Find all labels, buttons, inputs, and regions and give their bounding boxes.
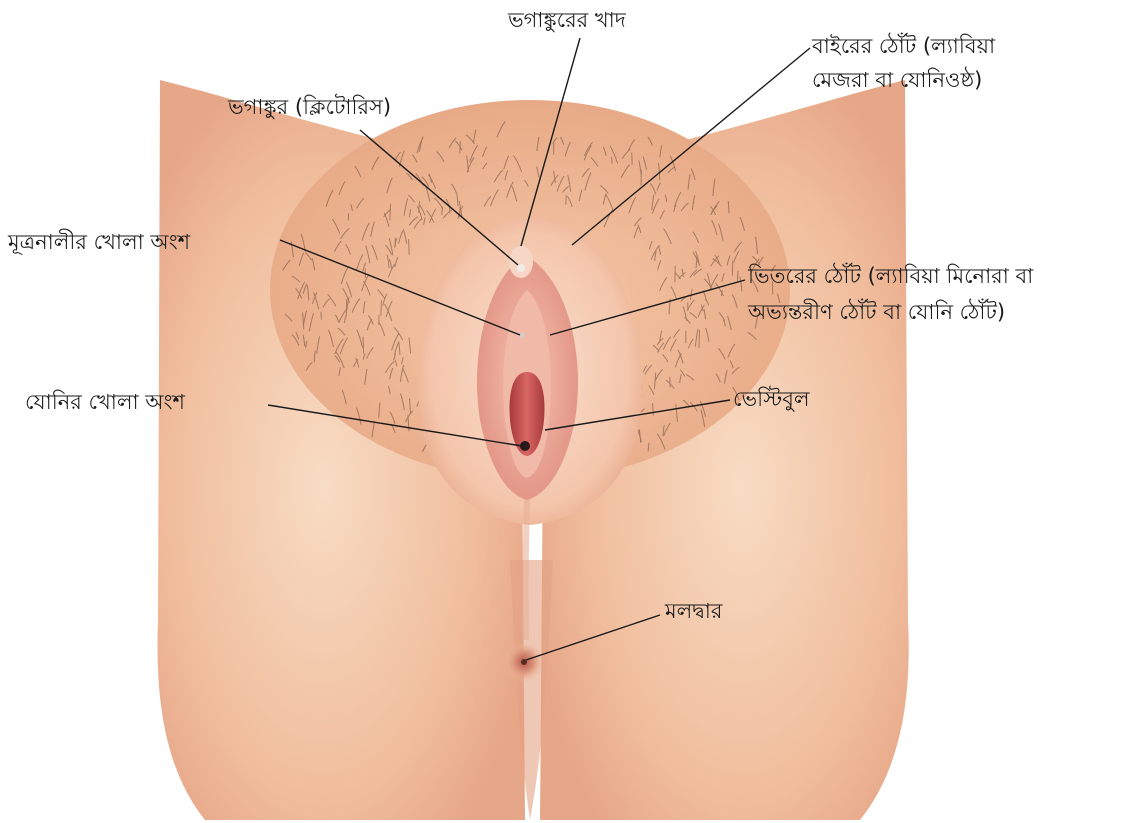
perineum xyxy=(526,500,527,640)
hair-stroke xyxy=(632,153,633,165)
label-labia-minora-line2: অভ্যন্তরীণ ঠোঁট বা যোনি ঠোঁট) xyxy=(748,298,1005,326)
hair-stroke xyxy=(566,195,567,205)
clitoral-hood xyxy=(509,246,533,278)
clitoris xyxy=(517,264,525,272)
hair-stroke xyxy=(409,239,410,255)
label-vaginal-opening: যোনির খোলা অংশ xyxy=(25,388,185,416)
label-vestibule: ভেস্টিবুল xyxy=(733,385,810,413)
label-anus: মলদ্বার xyxy=(665,597,722,625)
label-labia-minora-line1: ভিতরের ঠোঁট (ল্যাবিয়া মিনোরা বা xyxy=(748,262,1033,290)
label-clitoral-hood: ভগাঙ্কুরের খাদ xyxy=(508,6,626,34)
label-urethral-opening: মূত্রনালীর খোলা অংশ xyxy=(8,228,190,256)
label-labia-majora-line1: বাইরের ঠোঁট (ল্যাবিয়া xyxy=(812,32,995,60)
label-labia-majora-line2: মেজরা বা যোনিওষ্ঠ) xyxy=(812,66,982,94)
hair-stroke xyxy=(699,330,700,348)
label-clitoris: ভগাঙ্কুর (ক্লিটোরিস) xyxy=(228,93,391,121)
hair-stroke xyxy=(738,271,739,281)
hair-stroke xyxy=(381,300,382,315)
